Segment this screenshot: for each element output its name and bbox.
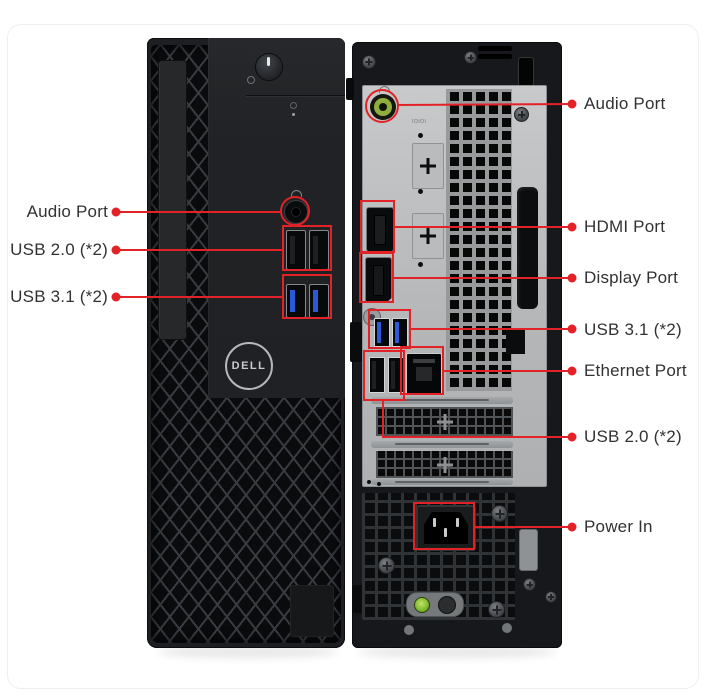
front-panel [208, 38, 345, 398]
callout-dot [111, 207, 121, 217]
screw-icon [523, 578, 536, 591]
callout-box-power-inlet [413, 502, 475, 550]
chassis-foot [502, 623, 512, 633]
rear-io-plate: IOIOI [362, 85, 547, 487]
rear-latch-block [506, 328, 525, 354]
label-ethernet-port: Ethernet Port [584, 361, 687, 380]
side-tab [353, 585, 363, 613]
callout-dot [567, 432, 577, 442]
screw-icon [362, 55, 376, 69]
power-supply-panel [362, 493, 515, 620]
screw-hole [367, 480, 371, 484]
port-knockout [412, 143, 444, 189]
screw-icon [491, 505, 508, 522]
psu-led [414, 597, 430, 613]
screw-hole [418, 133, 423, 138]
shadow [158, 646, 338, 658]
callout-dot [567, 99, 577, 109]
callout-dot [111, 245, 121, 255]
callout-dot [567, 222, 577, 232]
card-border [7, 24, 699, 689]
callout-box-rear-usb3 [368, 309, 411, 349]
label-display-port: Display Port [584, 268, 679, 287]
label-rear-usb3: USB 3.1 (*2) [584, 320, 682, 339]
power-symbol-icon [247, 76, 255, 84]
slot-rail [371, 397, 513, 404]
port-knockout [412, 213, 444, 259]
chassis-foot [404, 625, 414, 635]
rear-tower: IOIOI [346, 42, 562, 648]
front-usb2-port-2 [309, 230, 329, 270]
power-button-icon [255, 53, 283, 81]
callout-dot [567, 366, 577, 376]
front-tower: DELL [147, 38, 345, 648]
side-tab [350, 322, 362, 362]
screw-icon [514, 107, 529, 122]
label-front-usb3: USB 3.1 (*2) [10, 287, 108, 306]
screw-icon [464, 51, 477, 64]
slot-rail [371, 479, 513, 485]
side-tab [346, 78, 354, 100]
callout-box-front-usb3 [282, 274, 332, 319]
psu-test-button [438, 596, 456, 614]
front-badge-patch [290, 585, 334, 637]
screw-icon [378, 557, 395, 574]
rear-vent-grille [446, 89, 512, 391]
label-front-usb2: USB 2.0 (*2) [10, 240, 108, 259]
dell-logo-text: DELL [231, 360, 267, 372]
expansion-slot-cover-1 [376, 407, 513, 436]
callout-box-displayport [359, 252, 394, 303]
psu-indicator-panel [406, 592, 464, 617]
callout-line [382, 400, 572, 438]
callout-dot [567, 522, 577, 532]
rear-usb2-port-1 [369, 357, 385, 393]
power-inlet [416, 505, 476, 551]
callout-dot [567, 324, 577, 334]
screw-icon [545, 591, 557, 603]
activity-led [292, 113, 295, 116]
callout-box-front-usb2 [282, 225, 332, 271]
shadow [358, 646, 556, 658]
screw-icon [488, 601, 505, 618]
label-hdmi-port: HDMI Port [584, 217, 666, 236]
top-vent [478, 46, 512, 51]
dell-logo: DELL [225, 342, 273, 390]
callout-circle-front-audio [280, 196, 310, 226]
rear-side-slot [519, 529, 538, 571]
top-vent [478, 54, 512, 59]
serial-port-label: IOIOI [412, 119, 427, 125]
label-rear-usb2: USB 2.0 (*2) [584, 427, 682, 446]
label-rear-audio-port: Audio Port [584, 94, 666, 113]
callout-box-rear-usb2 [363, 350, 405, 401]
screw-hole [377, 482, 381, 486]
headphone-icon [291, 190, 302, 197]
slot-rail [371, 441, 513, 448]
front-audio-jack [284, 200, 308, 224]
label-power-in: Power In [584, 517, 653, 536]
callout-dot [567, 273, 577, 283]
drive-indicator-icon [290, 102, 297, 109]
rear-audio-jack [370, 94, 396, 120]
callout-box-ethernet [400, 346, 444, 395]
screw-hole [418, 262, 423, 267]
ethernet-port [406, 353, 442, 395]
callout-circle-rear-audio [365, 89, 399, 123]
panel-seam [246, 95, 345, 96]
callout-dot [111, 292, 121, 302]
rear-usb3-port-1 [374, 318, 390, 347]
expansion-slot-cover-2 [376, 451, 513, 478]
screw-hole [418, 189, 423, 194]
front-usb3-port-1 [286, 284, 306, 318]
label-front-audio-port: Audio Port [26, 202, 108, 221]
optical-drive-slot [158, 60, 187, 340]
callout-line [397, 103, 573, 106]
callout-box-hdmi [360, 200, 395, 253]
